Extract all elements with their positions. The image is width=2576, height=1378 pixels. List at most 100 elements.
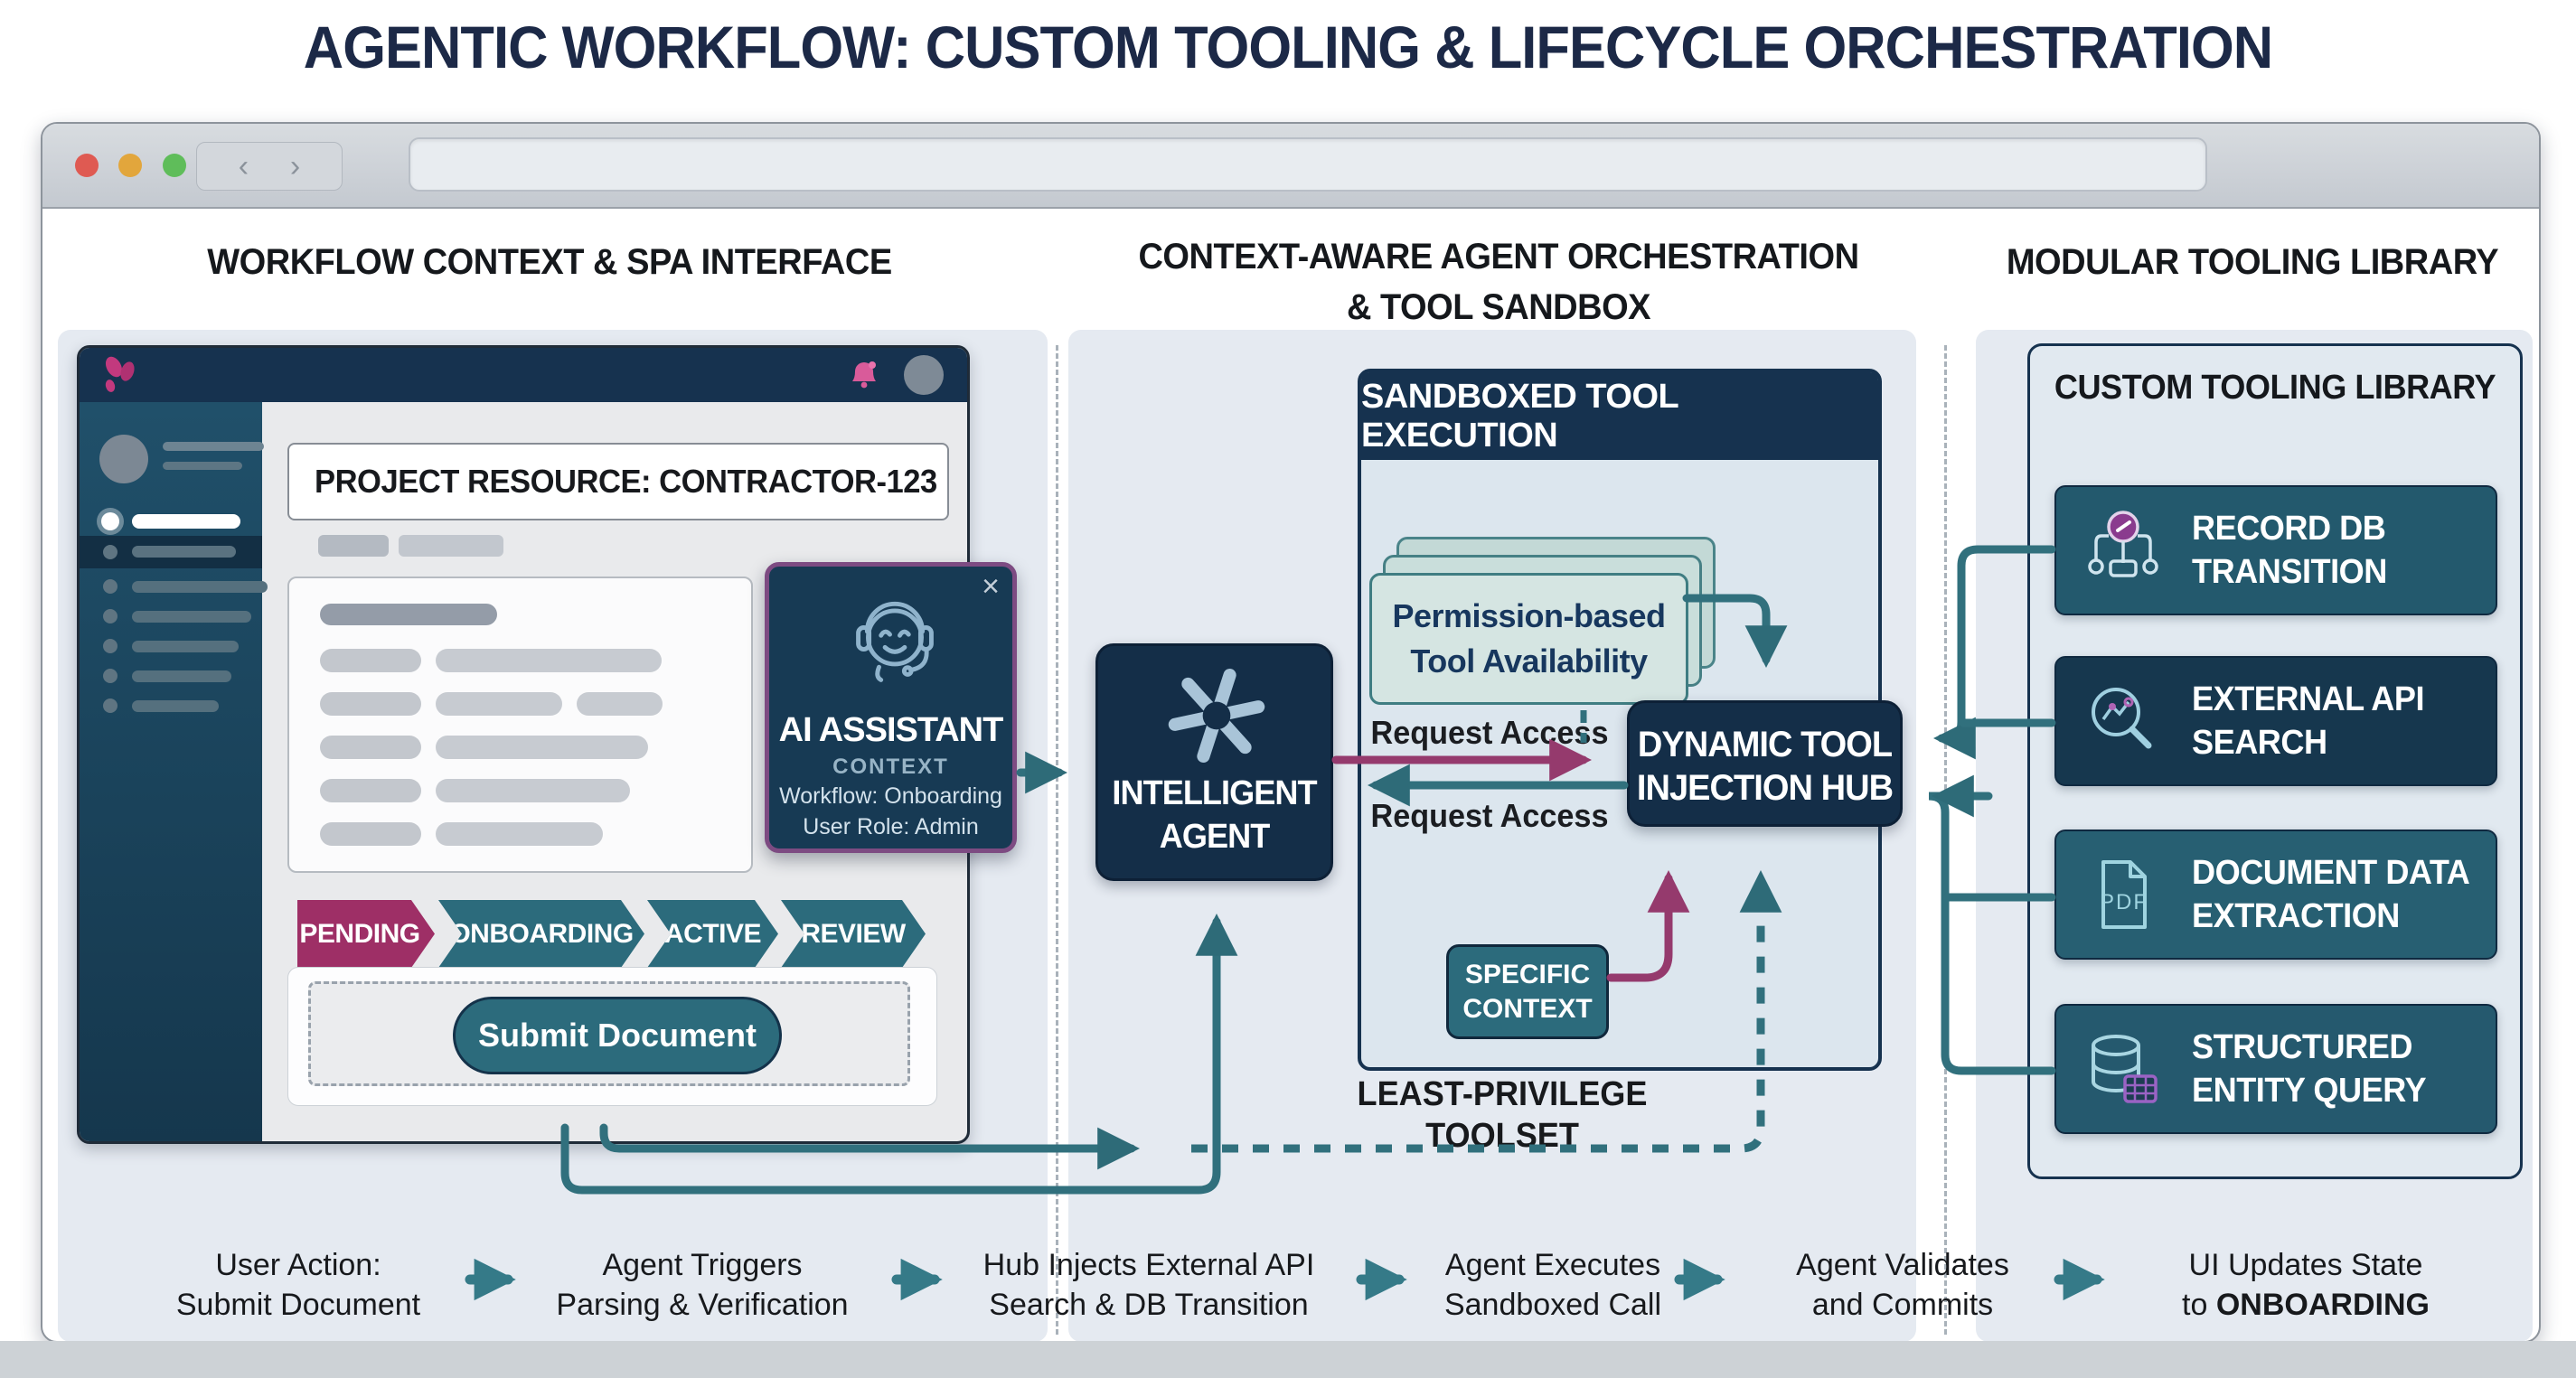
skeleton-line [320, 692, 421, 716]
skeleton-line [320, 822, 421, 846]
flow-step-1: User Action: Submit Document [81, 1245, 515, 1325]
library-title: CUSTOM TOOLING LIBRARY [2054, 369, 2496, 407]
tool-label-line1: RECORD DB [2192, 510, 2386, 548]
app-logo-icon [105, 356, 135, 392]
sidebar-item[interactable] [132, 581, 268, 593]
sidebar-item[interactable] [132, 546, 236, 558]
tab-chip[interactable] [399, 535, 503, 557]
hub-label-line2: INJECTION HUB [1636, 768, 1894, 808]
sidebar-item-active-dot [101, 512, 119, 530]
skeleton-line [436, 779, 630, 802]
flow-step-line2-bold: ONBOARDING [2215, 1288, 2430, 1322]
resource-title: PROJECT RESOURCE: CONTRACTOR-123 [315, 463, 937, 500]
window-controls [75, 154, 202, 182]
flow-step-line2: and Commits [1811, 1288, 1994, 1322]
ai-assistant-title: AI ASSISTANT [778, 711, 1004, 749]
submit-document-button[interactable]: Submit Document [453, 997, 782, 1074]
flow-step-2: Agent Triggers Parsing & Verification [485, 1245, 919, 1325]
middle-panel-header-line1: CONTEXT-AWARE AGENT ORCHESTRATION [1138, 237, 1859, 277]
flow-step-line2: Sandboxed Call [1443, 1288, 1662, 1322]
flow-step-line2: Parsing & Verification [556, 1288, 849, 1322]
tool-label-line2: TRANSITION [2192, 553, 2387, 591]
permission-card-line1: Permission-based [1392, 597, 1666, 634]
openai-logo-icon [1168, 669, 1265, 763]
dynamic-tool-injection-hub-box: DYNAMIC TOOL INJECTION HUB [1627, 700, 1903, 827]
left-panel-header: WORKFLOW CONTEXT & SPA INTERFACE [207, 242, 892, 282]
sidebar-item-dot [103, 579, 118, 594]
ai-context-workflow: Workflow: Onboarding [779, 783, 1002, 809]
sandbox-header: SANDBOXED TOOL EXECUTION [1361, 372, 1878, 460]
bell-icon[interactable] [848, 359, 880, 391]
skeleton-line [320, 736, 421, 759]
agent-label-line2: AGENT [1159, 818, 1271, 856]
flow-step-5: Agent Validates and Commits [1686, 1245, 2120, 1325]
maximize-window-button[interactable] [162, 154, 186, 177]
close-window-button[interactable] [75, 154, 99, 177]
user-avatar[interactable] [904, 355, 944, 395]
flow-step-line2-prefix: to [2182, 1288, 2216, 1322]
sidebar-item[interactable] [132, 641, 239, 652]
submit-document-label: Submit Document [477, 1017, 757, 1054]
least-privilege-line2: TOOLSET [1425, 1117, 1579, 1155]
sidebar-username-skeleton [163, 442, 264, 451]
tab-chip[interactable] [318, 535, 389, 557]
skeleton-line [320, 779, 421, 802]
flow-step-3: Hub Injects External API Search & DB Tra… [932, 1245, 1366, 1325]
flow-step-line1: Hub Injects External API [982, 1248, 1315, 1282]
ai-assistant-subtitle: CONTEXT [832, 755, 949, 779]
tool-label-line1: STRUCTURED [2192, 1028, 2412, 1066]
skeleton-line [320, 649, 421, 672]
sidebar-item-active[interactable] [132, 514, 240, 529]
tool-label-line2: SEARCH [2192, 724, 2327, 762]
form-skeleton-card [287, 577, 753, 873]
resource-title-box: PROJECT RESOURCE: CONTRACTOR-123 [287, 443, 949, 520]
permission-card-line2: Tool Availability [1410, 642, 1648, 680]
submit-card: Submit Document [287, 967, 937, 1106]
url-bar[interactable] [409, 137, 2207, 192]
sidebar-item[interactable] [132, 670, 231, 682]
flow-step-line1: Agent Triggers [602, 1248, 803, 1282]
headset-assistant-icon [856, 601, 934, 682]
middle-panel-header-line2: & TOOL SANDBOX [1346, 287, 1651, 327]
flow-step-line1: Agent Validates [1796, 1248, 2009, 1282]
page-title: AGENTIC WORKFLOW: CUSTOM TOOLING & LIFEC… [303, 14, 2273, 80]
status-label: REVIEW [801, 918, 906, 949]
request-access-label-bottom: Request Access [1370, 797, 1609, 834]
ai-assistant-panel: × AI ASSISTANT CONTEXT Workflow: Onboard… [765, 562, 1017, 853]
spa-sidebar [80, 402, 268, 1141]
sidebar-item[interactable] [132, 700, 219, 712]
status-label: ACTIVE [663, 918, 761, 949]
tool-card-external-api-search[interactable]: EXTERNAL API SEARCH [2054, 656, 2497, 786]
state-transition-icon [2088, 511, 2158, 577]
database-query-icon [2092, 1035, 2158, 1103]
browser-nav-buttons: ‹ › [196, 142, 343, 191]
forward-icon[interactable]: › [289, 148, 301, 183]
status-label: ONBOARDING [449, 918, 634, 949]
tool-label-line1: DOCUMENT DATA [2192, 854, 2470, 892]
minimize-window-button[interactable] [118, 154, 143, 177]
specific-context-line1: SPECIFIC [1464, 959, 1591, 989]
sidebar-avatar [99, 435, 148, 483]
specific-context-box: SPECIFIC CONTEXT [1446, 944, 1609, 1039]
skeleton-line [436, 736, 648, 759]
sandbox-header-label: SANDBOXED TOOL EXECUTION [1361, 377, 1678, 455]
agent-label-line1: INTELLIGENT [1112, 774, 1317, 812]
tool-card-document-data-extraction[interactable]: PDF DOCUMENT DATA EXTRACTION [2054, 830, 2497, 960]
flow-step-6: UI Updates State to ONBOARDING [2089, 1245, 2523, 1325]
pdf-document-icon: PDF [2100, 860, 2148, 929]
specific-context-line2: CONTEXT [1462, 993, 1593, 1024]
tool-label-line2: ENTITY QUERY [2192, 1072, 2427, 1110]
hub-label-line1: DYNAMIC TOOL [1637, 725, 1893, 764]
flow-step-line1: Agent Executes [1444, 1248, 1661, 1282]
panel-divider-left [1056, 345, 1058, 1335]
svg-text:PDF: PDF [2100, 890, 2148, 914]
right-panel-header: MODULAR TOOLING LIBRARY [2006, 242, 2499, 282]
back-icon[interactable]: ‹ [238, 148, 249, 183]
close-icon[interactable]: × [982, 569, 1000, 604]
sidebar-item-dot [103, 698, 118, 713]
flow-step-line2: Submit Document [175, 1288, 421, 1322]
tool-card-structured-entity-query[interactable]: STRUCTURED ENTITY QUERY [2054, 1004, 2497, 1134]
tool-card-record-db-transition[interactable]: RECORD DB TRANSITION [2054, 485, 2497, 615]
sidebar-item[interactable] [132, 611, 251, 623]
